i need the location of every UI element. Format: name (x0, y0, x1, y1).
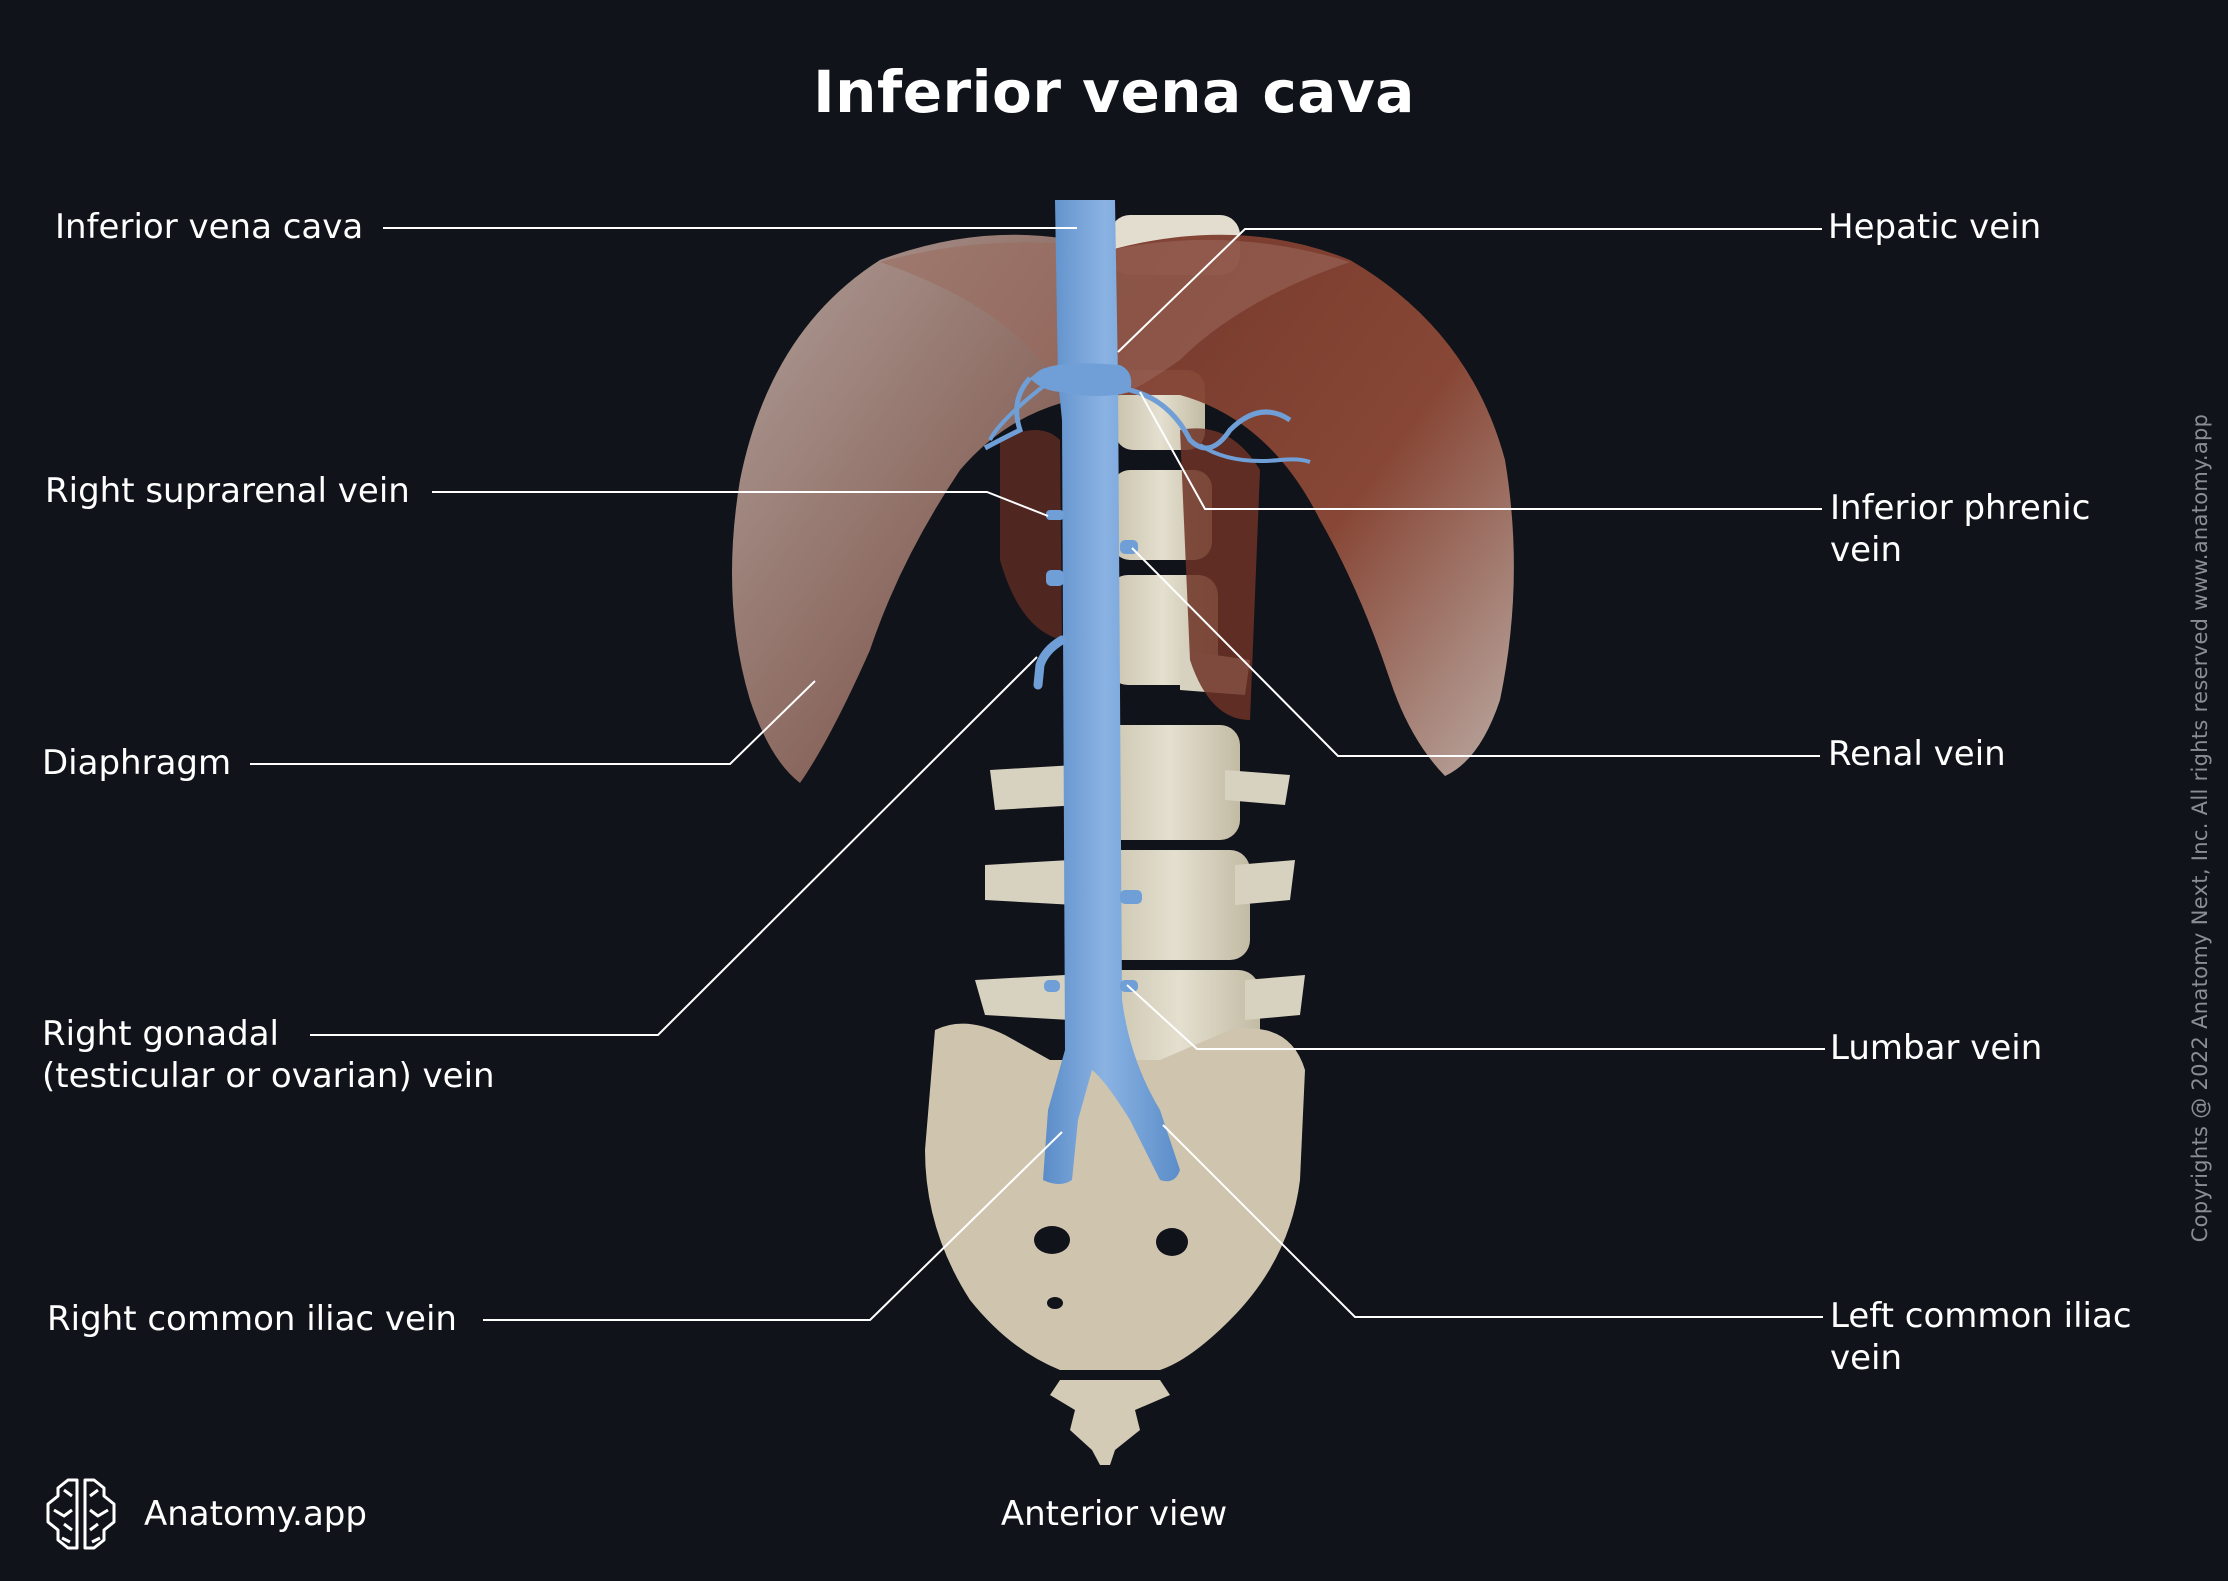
label-text: Diaphragm (42, 743, 232, 783)
label-text-line-2: (testicular or ovarian) vein (42, 1056, 495, 1096)
leader-right-gonadal-vein (310, 656, 1038, 1036)
leader-left-common-iliac-vein (1162, 1124, 1823, 1318)
label-right-suprarenal-vein: Right suprarenal vein (45, 470, 410, 512)
label-text-line-2: vein (1830, 1338, 1903, 1378)
label-text: Right suprarenal vein (45, 471, 410, 511)
sacrum (925, 1023, 1305, 1465)
leader-inferior-phrenic-vein (1139, 391, 1822, 510)
brand-name: Anatomy.app (144, 1494, 367, 1534)
label-renal-vein: Renal vein (1828, 733, 2006, 775)
label-text-line-1: Inferior phrenic (1830, 488, 2091, 528)
label-right-gonadal-vein: Right gonadal (testicular or ovarian) ve… (42, 1013, 495, 1097)
label-inferior-phrenic-vein: Inferior phrenic vein (1830, 487, 2090, 571)
label-left-common-iliac-vein: Left common iliac vein (1830, 1295, 2132, 1379)
page-title: Inferior vena cava (813, 58, 1415, 126)
brand: Anatomy.app (40, 1476, 367, 1552)
leader-hepatic-vein (1117, 228, 1822, 353)
leader-lines (250, 227, 1825, 1321)
inferior-vena-cava-vessel (983, 200, 1311, 1184)
label-text-line-1: Left common iliac (1830, 1296, 2132, 1336)
brain-logo-icon (46, 1478, 116, 1550)
leader-lumbar-vein (1126, 984, 1825, 1050)
label-lumbar-vein: Lumbar vein (1830, 1027, 2042, 1069)
label-text: Renal vein (1828, 734, 2006, 774)
label-text-line-1: Right gonadal (42, 1014, 279, 1054)
label-text-line-2: vein (1830, 530, 1903, 570)
label-right-common-iliac-vein: Right common iliac vein (47, 1298, 457, 1340)
view-caption: Anterior view (1000, 1494, 1228, 1534)
copyright-notice: Copyrights @ 2022 Anatomy Next, Inc. All… (2188, 413, 2212, 1243)
leader-renal-vein (1131, 547, 1820, 757)
leader-diaphragm (250, 680, 816, 765)
label-text: Right common iliac vein (47, 1299, 457, 1339)
label-inferior-vena-cava: Inferior vena cava (55, 206, 363, 248)
label-text: Lumbar vein (1830, 1028, 2043, 1068)
label-text: Inferior vena cava (55, 207, 364, 247)
leader-right-common-iliac-vein (483, 1131, 1063, 1321)
label-diaphragm: Diaphragm (42, 742, 231, 784)
label-text: Hepatic vein (1828, 207, 2042, 247)
leader-right-suprarenal-vein (432, 491, 1049, 517)
label-hepatic-vein: Hepatic vein (1828, 206, 2041, 248)
